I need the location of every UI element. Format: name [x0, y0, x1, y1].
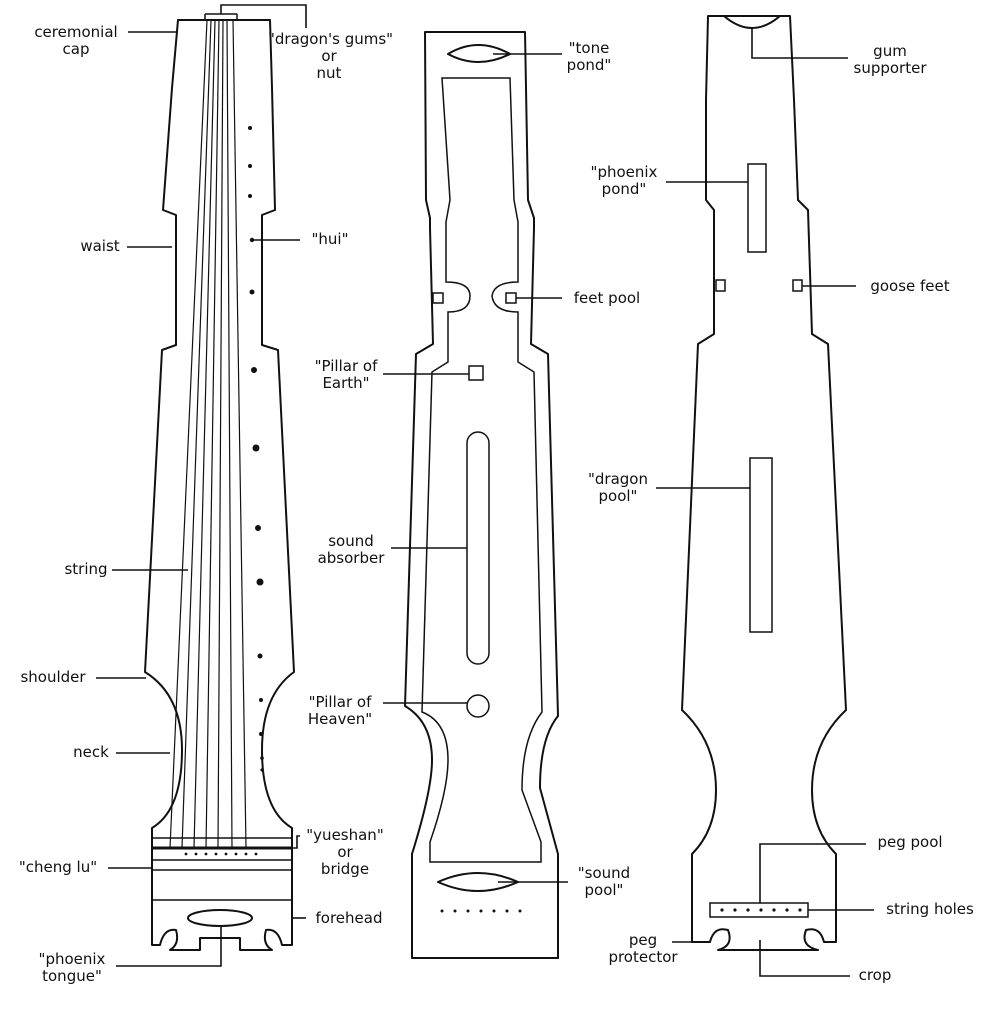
bridge-dots [184, 852, 258, 856]
qin-top-outline [144, 19, 295, 951]
interior-inner [421, 77, 543, 863]
qin-top-view [144, 13, 295, 951]
label-forehead: forehead [315, 909, 383, 927]
leader-lines [96, 4, 874, 977]
label-peg-pool: peg pool [877, 833, 943, 851]
label-goose-feet: goose feet [870, 277, 950, 295]
interior-dots [440, 909, 522, 913]
label-cheng-lu: "cheng lu" [18, 858, 98, 876]
label-shoulder: shoulder [20, 668, 86, 686]
bottom-outline [681, 15, 847, 951]
string-hole-dots [720, 908, 802, 912]
qin-interior-view [404, 31, 559, 959]
label-neck: neck [73, 743, 109, 761]
label-hui: "hui" [311, 230, 349, 248]
strings [169, 19, 247, 849]
label-waist: waist [80, 237, 120, 255]
interior-outer [404, 31, 559, 959]
label-string-holes: string holes [886, 900, 974, 918]
label-crop: crop [858, 966, 892, 984]
label-feet-pool: feet pool [573, 289, 641, 307]
qin-bottom-view [681, 15, 847, 951]
hui-dots [248, 126, 264, 772]
label-string: string [64, 560, 108, 578]
